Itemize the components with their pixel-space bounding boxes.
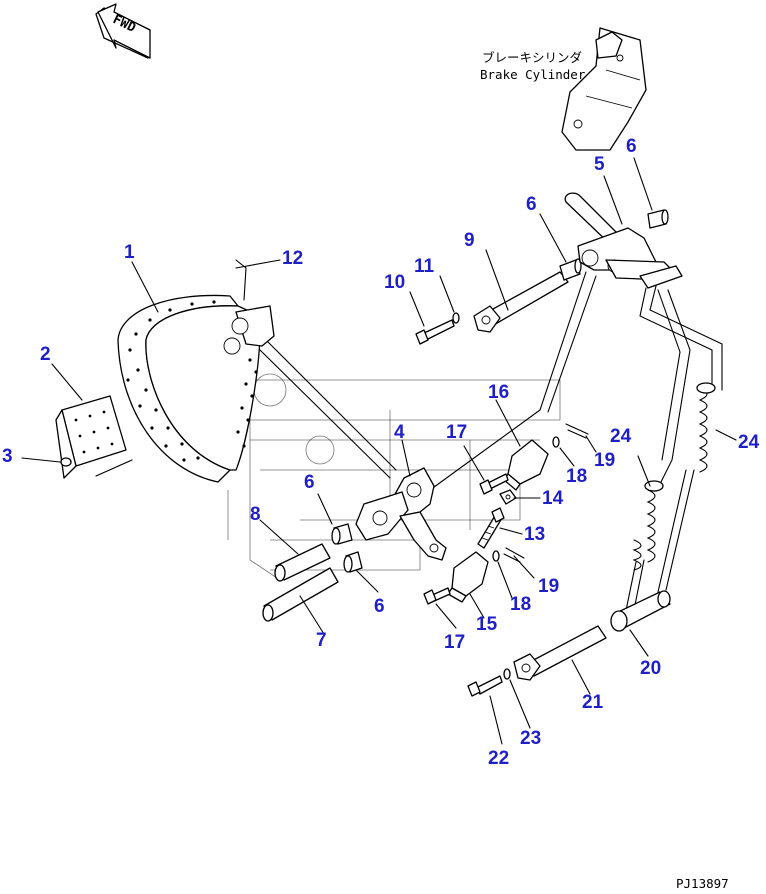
pivot-20 [610, 590, 671, 632]
callout-6-top-right: 6 [626, 136, 637, 157]
spring-24-right [696, 382, 716, 473]
figure-code: PJ13897 [676, 876, 729, 891]
spring-rod-right [639, 285, 723, 593]
bolt-22 [467, 675, 503, 697]
callout-4: 4 [394, 422, 405, 443]
callout-6-upper: 6 [526, 194, 537, 215]
nut-14 [499, 489, 517, 505]
callout-19-lower: 19 [538, 576, 559, 597]
bolt-17-upper [479, 473, 509, 495]
callout-18-lower: 18 [510, 594, 531, 615]
lever-5 [564, 192, 683, 289]
brake-band [117, 259, 275, 483]
callout-9: 9 [464, 230, 475, 251]
callout-11: 11 [414, 256, 435, 277]
callout-10: 10 [384, 272, 405, 293]
bushing-6-top-right [647, 209, 669, 229]
callout-18-upper: 18 [566, 466, 587, 487]
link-rod [259, 271, 597, 491]
callout-16: 16 [488, 382, 509, 403]
pin-7 [262, 567, 339, 622]
bracket-4 [355, 467, 447, 561]
brake-cylinder [561, 27, 647, 151]
callout-5: 5 [594, 154, 605, 175]
bolt-10 [415, 319, 455, 345]
bolt-17-lower [423, 587, 451, 605]
bushing-6-upper [559, 258, 582, 281]
washer-11 [452, 312, 460, 324]
bushing-6-low [343, 551, 363, 573]
fwd-arrow-icon: FWD [95, 3, 151, 59]
callout-6-low: 6 [374, 596, 385, 617]
adjust-bolt-13 [477, 507, 505, 549]
rod-21 [513, 625, 607, 681]
callout-6-mid: 6 [304, 472, 315, 493]
callout-7: 7 [316, 630, 327, 651]
washer-18-lower [492, 550, 500, 562]
caption-jp: ブレーキシリンダ [482, 50, 582, 65]
pin-8 [274, 543, 331, 582]
callout-20: 20 [640, 658, 661, 679]
callout-numbers: 1 11 2 3 4 5 6 6 6 6 7 8 9 10 11 12 13 1… [2, 136, 760, 769]
callout-12: 12 [282, 248, 303, 269]
callout-3: 3 [2, 446, 13, 467]
callout-8: 8 [250, 504, 261, 525]
callout-14: 14 [542, 488, 564, 509]
callout-13: 13 [524, 524, 545, 545]
spring-24-left [632, 480, 664, 571]
callout-24-right: 24 [738, 432, 760, 453]
washer-23 [503, 668, 511, 680]
caption-en: Brake Cylinder [480, 67, 586, 82]
block-16 [503, 439, 549, 491]
callout-22: 22 [488, 748, 509, 769]
callout-15: 15 [476, 614, 498, 635]
callout-19-upper: 19 [594, 450, 615, 471]
brake-lining [55, 395, 133, 479]
callout-17-lower: 17 [444, 632, 465, 653]
callout-23: 23 [520, 728, 541, 749]
leader-lines [21, 157, 737, 745]
callout-21: 21 [582, 692, 604, 713]
rod-9 [473, 271, 569, 333]
block-15 [447, 551, 489, 603]
callout-24-left: 24 [610, 426, 632, 447]
callout-1: 1 [124, 242, 135, 263]
callout-17-upper: 17 [446, 422, 467, 443]
rivet [60, 457, 72, 467]
cotter-19-lower [503, 547, 525, 563]
bushing-6-mid [331, 523, 353, 545]
cotter-19-upper [565, 423, 589, 439]
callout-2: 2 [40, 344, 51, 365]
washer-18-upper [552, 436, 560, 448]
